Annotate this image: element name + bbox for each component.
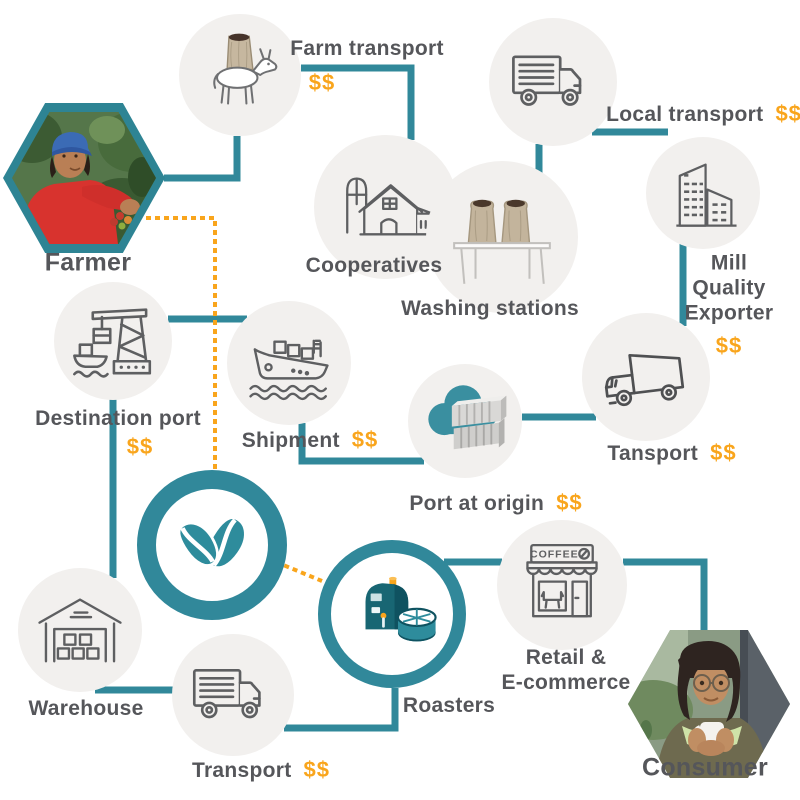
port-crane-icon (73, 308, 152, 378)
roasters-label: Roasters (402, 694, 496, 717)
delivery-truck-icon (512, 55, 582, 106)
donkey-icon (213, 33, 278, 105)
mill-buildings-icon (676, 163, 737, 227)
warehouse-label: Warehouse (28, 697, 144, 720)
roaster-transport-node (172, 634, 294, 756)
mill-transport-label: Tansport$$ (607, 440, 737, 465)
mill-node (646, 137, 760, 249)
destination-port-node (54, 282, 172, 400)
cargo-ship-icon (249, 339, 329, 401)
connector-farm-transport-cooperatives (301, 64, 415, 140)
coffee-beans-logo (177, 516, 247, 570)
port-at-origin-label: Port at origin$$ (409, 490, 583, 515)
warehouse-node (18, 568, 142, 692)
coffee-roaster-icon (365, 576, 437, 642)
local-transport-node (489, 18, 617, 146)
brand-hub-circle (137, 470, 287, 620)
destination-port-cost: $$ (126, 434, 154, 459)
semi-truck-icon (604, 353, 685, 407)
dashed-farmer-hub (146, 216, 217, 469)
connector-farmer-farm-transport (164, 136, 241, 182)
mill-transport-node (582, 313, 710, 441)
farm-transport-cost: $$ (308, 70, 336, 95)
consumer-label: Consumer (641, 753, 769, 782)
containers-cloud-icon (428, 385, 507, 450)
coffee-sacks-table-icon (453, 199, 551, 284)
cooperatives-label: Cooperatives (305, 254, 443, 277)
washing-stations-label: Washing stations (401, 297, 579, 320)
shipment-label: Shipment$$ (241, 427, 379, 452)
warehouse-icon (38, 598, 122, 663)
retail-label: Retail &E-commerce (501, 646, 631, 694)
connector-retail-consumer (623, 558, 708, 640)
port-at-origin-node (408, 364, 522, 478)
delivery-truck-icon (192, 669, 261, 719)
farm-transport-node (179, 14, 301, 136)
destination-port-label: Destination port (35, 407, 201, 430)
connector-transport-roasters (284, 688, 399, 732)
connector-port-origin-shipment (298, 423, 424, 465)
roaster-transport-label: Transport$$ (191, 757, 331, 782)
coffee-shop-icon: COFFEE (526, 544, 598, 618)
washing-stations-node (426, 161, 578, 313)
retail-node: COFFEE (497, 520, 627, 650)
farmer-label: Farmer (44, 248, 132, 277)
farm-transport-label: Farm transport (290, 37, 444, 60)
local-transport-label: Local transport$$ (606, 101, 800, 126)
roasters-node (318, 540, 466, 688)
mill-cost: $$ (715, 333, 743, 358)
coffee-sign-text: COFFEE (530, 549, 579, 561)
barn-icon (346, 177, 438, 236)
farmer-photo (12, 112, 156, 244)
shipment-node (227, 301, 351, 425)
